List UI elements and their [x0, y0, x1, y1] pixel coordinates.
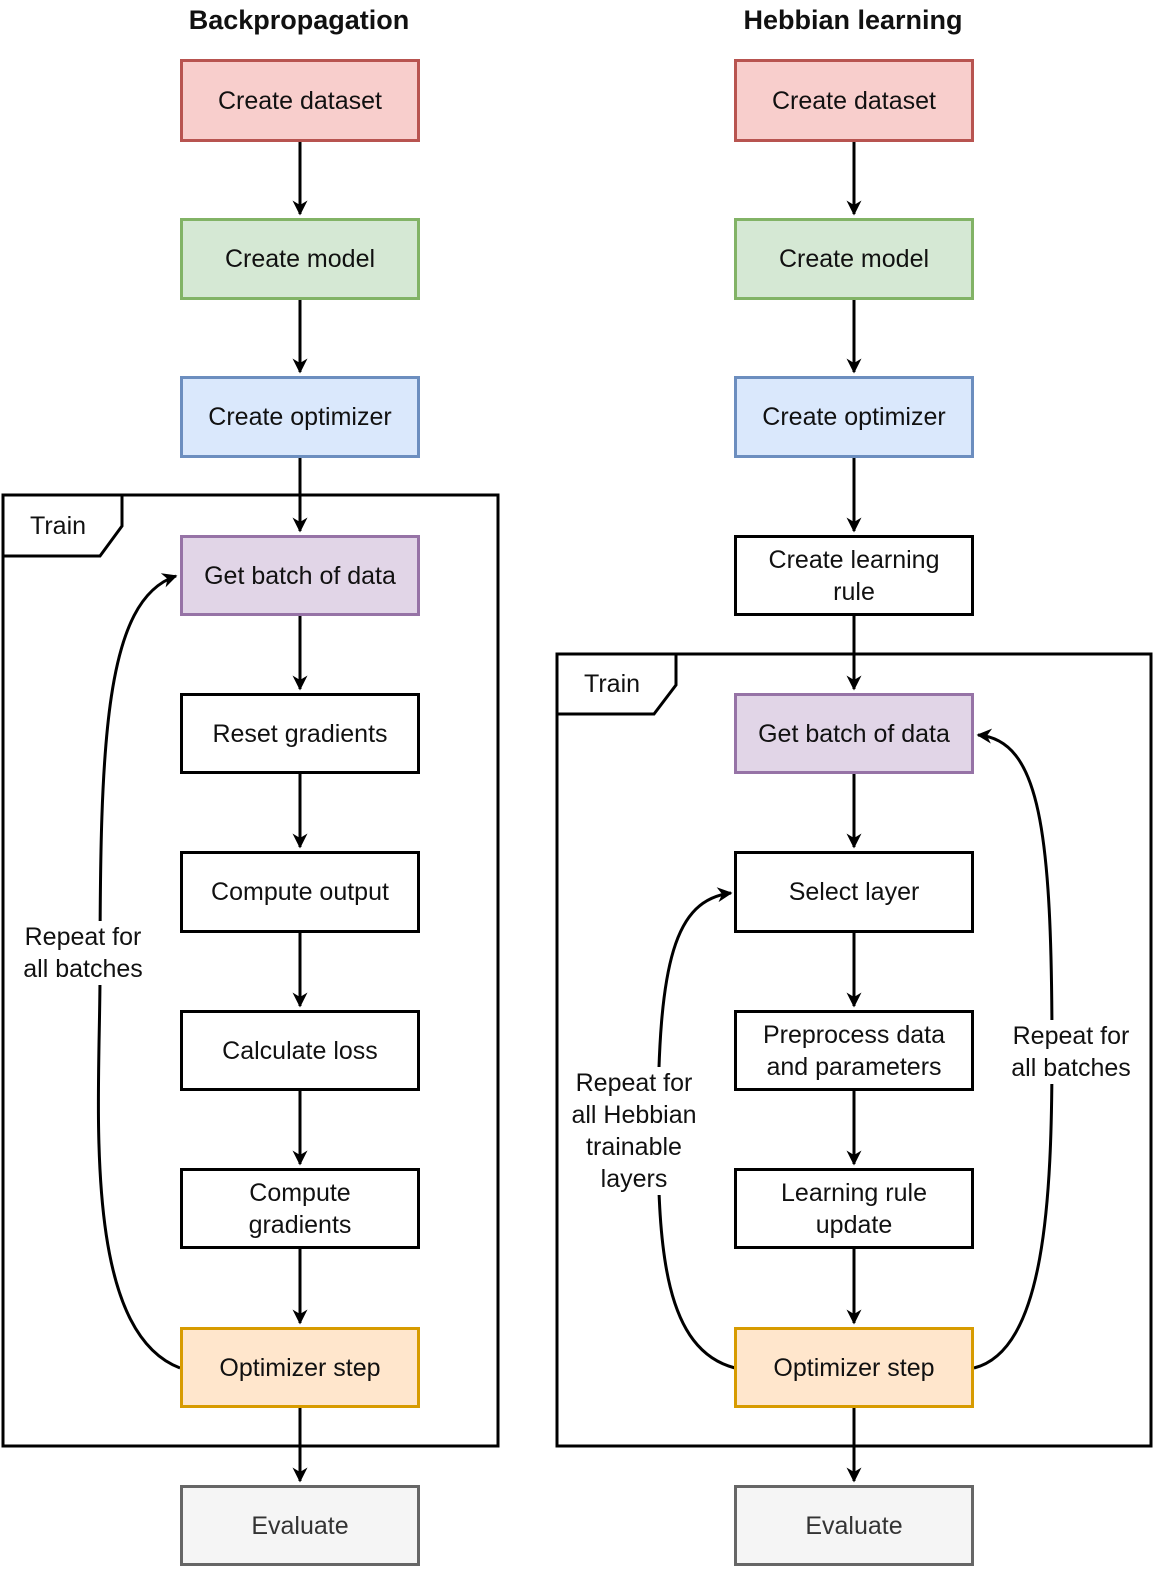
left-optimizer-step: Optimizer step: [180, 1327, 420, 1408]
right-evaluate: Evaluate: [734, 1485, 974, 1566]
left-train-frame: [1, 493, 500, 1448]
left-train-label: Train: [30, 512, 87, 540]
left-calculate-loss: Calculate loss: [180, 1010, 420, 1091]
left-compute-output: Compute output: [180, 851, 420, 933]
left-create-dataset: Create dataset: [180, 59, 420, 142]
right-create-optimizer: Create optimizer: [734, 376, 974, 458]
right-optimizer-step: Optimizer step: [734, 1327, 974, 1408]
right-title: Hebbian learning: [743, 5, 963, 35]
right-create-learning-rule: Create learning rule: [734, 535, 974, 616]
right-train-tab: [557, 652, 678, 716]
left-evaluate: Evaluate: [180, 1485, 420, 1566]
left-title: Backpropagation: [188, 5, 410, 35]
right-layer-loop-label: Repeat for all Hebbian trainable layers: [561, 1067, 707, 1195]
left-get-batch: Get batch of data: [180, 535, 420, 616]
left-reset-gradients: Reset gradients: [180, 693, 420, 774]
right-select-layer: Select layer: [734, 851, 974, 933]
right-learning-rule-update: Learning rule update: [734, 1168, 974, 1249]
right-train-label: Train: [584, 670, 641, 698]
left-loop-label: Repeat for all batches: [12, 921, 154, 985]
right-get-batch: Get batch of data: [734, 693, 974, 774]
left-compute-gradients: Compute gradients: [180, 1168, 420, 1249]
right-create-model: Create model: [734, 218, 974, 300]
left-create-optimizer: Create optimizer: [180, 376, 420, 458]
right-create-dataset: Create dataset: [734, 59, 974, 142]
left-train-tab: [3, 493, 124, 558]
right-batch-loop-label: Repeat for all batches: [1000, 1020, 1142, 1084]
right-preprocess: Preprocess data and parameters: [734, 1010, 974, 1091]
left-create-model: Create model: [180, 218, 420, 300]
